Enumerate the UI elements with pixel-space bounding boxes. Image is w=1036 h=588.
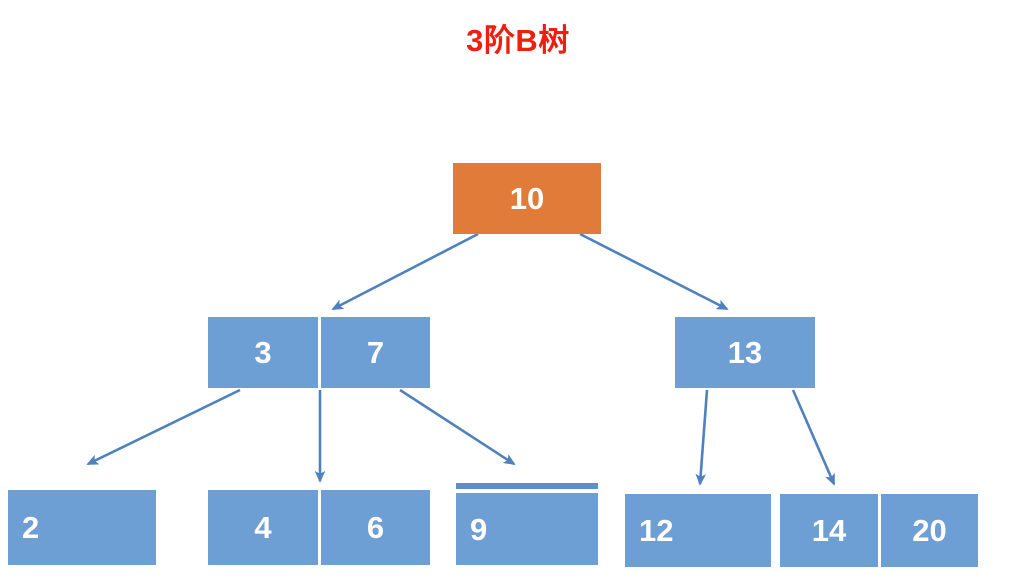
- page-title: 3阶B树: [466, 23, 570, 58]
- node-12[interactable]: 12: [625, 494, 771, 567]
- node-14-20-key-1: 20: [878, 494, 978, 567]
- node-2-key-0: 2: [8, 490, 156, 565]
- node-3-7-key-0: 3: [208, 317, 318, 388]
- node-root-key-0: 10: [453, 163, 601, 234]
- node-4-6[interactable]: 4 6: [208, 490, 430, 565]
- node-12-key-0: 12: [625, 494, 771, 567]
- edge-13-to-14-20: [791, 389, 836, 486]
- edge-3-7-to-9: [399, 388, 516, 466]
- node-14-20[interactable]: 14 20: [780, 494, 978, 567]
- node-9-key-0: 9: [456, 493, 598, 565]
- node-4-6-key-0: 4: [208, 490, 318, 565]
- edge-3-7-to-2: [86, 388, 241, 466]
- node-13[interactable]: 13: [675, 317, 815, 388]
- node-2[interactable]: 2: [8, 490, 156, 565]
- node-3-7-key-1: 7: [318, 317, 430, 388]
- node-13-key-0: 13: [675, 317, 815, 388]
- node-14-20-key-0: 14: [780, 494, 878, 567]
- node-root[interactable]: 10: [453, 163, 601, 234]
- node-9-top-bar: [456, 483, 598, 489]
- edge-13-to-12: [695, 389, 709, 486]
- edge-root-to-13: [579, 232, 729, 311]
- node-3-7[interactable]: 3 7: [208, 317, 430, 388]
- edge-root-to-3-7: [331, 232, 479, 311]
- node-9[interactable]: 9: [456, 493, 598, 565]
- node-4-6-key-1: 6: [318, 490, 430, 565]
